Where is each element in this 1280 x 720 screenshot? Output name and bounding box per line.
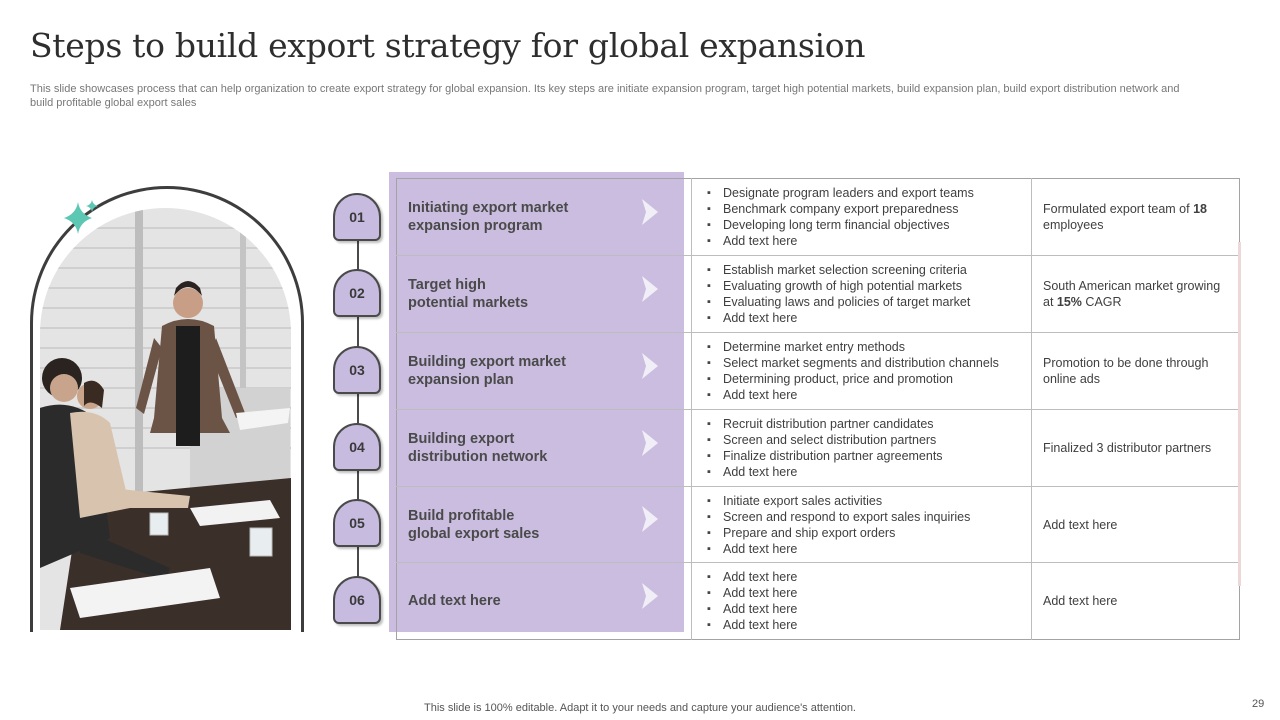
activity-list: Add text here Add text here Add text her…: [706, 563, 1026, 639]
list-item: Recruit distribution partner candidates: [706, 416, 1026, 432]
outcome-note: South American market growing at 15% CAG…: [1043, 279, 1221, 309]
outcome-note: Promotion to be done through online ads: [1043, 356, 1209, 386]
step-badge-01: 01: [333, 193, 381, 241]
list-item: Add text here: [706, 233, 1026, 249]
activity-list: Establish market selection screening cri…: [706, 256, 1026, 332]
row-divider: [396, 486, 1240, 487]
list-item: Determine market entry methods: [706, 339, 1026, 355]
outcome-note: Finalized 3 distributor partners: [1043, 441, 1212, 455]
list-item: Select market segments and distribution …: [706, 355, 1026, 371]
step-label: Target high potential markets: [408, 277, 529, 311]
step-badge-05: 05: [333, 499, 381, 547]
row-divider: [396, 332, 1240, 333]
meeting-photo: [40, 208, 291, 630]
activity-list: Recruit distribution partner candidates …: [706, 410, 1026, 486]
list-item: Evaluating laws and policies of target m…: [706, 294, 1026, 310]
footer-text: This slide is 100% editable. Adapt it to…: [424, 702, 856, 714]
outcome-note: Formulated export team of 18 employees: [1043, 202, 1207, 232]
outcome-note: Add text here: [1043, 594, 1118, 608]
chevron-right-icon: [642, 276, 658, 302]
list-item: Screen and select distribution partners: [706, 432, 1026, 448]
list-item: Add text here: [706, 387, 1026, 403]
list-item: Determining product, price and promotion: [706, 371, 1026, 387]
list-item: Prepare and ship export orders: [706, 525, 1026, 541]
list-item: Establish market selection screening cri…: [706, 262, 1026, 278]
list-item: Benchmark company export preparedness: [706, 201, 1026, 217]
step-badge-06: 06: [333, 576, 381, 624]
list-item: Initiate export sales activities: [706, 493, 1026, 509]
chevron-right-icon: [642, 430, 658, 456]
list-item: Add text here: [706, 541, 1026, 557]
list-item: Add text here: [706, 464, 1026, 480]
outcome-note: Add text here: [1043, 517, 1118, 532]
column-divider: [691, 178, 692, 640]
row-divider: [396, 562, 1240, 563]
activity-list: Designate program leaders and export tea…: [706, 179, 1026, 255]
page-number: 29: [1252, 698, 1265, 710]
sparkle-icon: [64, 200, 98, 234]
step-badge-02: 02: [333, 269, 381, 317]
activity-list: Initiate export sales activities Screen …: [706, 487, 1026, 562]
accent-line: [1238, 242, 1241, 586]
list-item: Designate program leaders and export tea…: [706, 185, 1026, 201]
step-label: Add text here: [408, 593, 501, 609]
list-item: Add text here: [706, 617, 1026, 633]
footer-note: This slide is 100% editable. Adapt it to…: [0, 702, 1280, 714]
list-item: Finalize distribution partner agreements: [706, 448, 1026, 464]
chevron-right-icon: [642, 199, 658, 225]
chevron-right-icon: [642, 353, 658, 379]
list-item: Screen and respond to export sales inqui…: [706, 509, 1026, 525]
activity-list: Determine market entry methods Select ma…: [706, 333, 1026, 409]
list-item: Add text here: [706, 601, 1026, 617]
list-item: Add text here: [706, 310, 1026, 326]
step-label: Build profitable global export sales: [408, 507, 540, 542]
step-label: Initiating export market expansion progr…: [408, 200, 569, 234]
slide-title: Steps to build export strategy for globa…: [30, 26, 866, 65]
steps-backdrop: [389, 172, 684, 632]
step-badge-04: 04: [333, 423, 381, 471]
row-divider: [396, 255, 1240, 256]
list-item: Add text here: [706, 569, 1026, 585]
list-item: Developing long term financial objective…: [706, 217, 1026, 233]
list-item: Evaluating growth of high potential mark…: [706, 278, 1026, 294]
chevron-right-icon: [642, 506, 658, 532]
step-badge-03: 03: [333, 346, 381, 394]
slide-subtitle: This slide showcases process that can he…: [30, 83, 1180, 109]
column-divider: [1031, 178, 1032, 640]
list-item: Add text here: [706, 585, 1026, 601]
step-label: Building export market expansion plan: [408, 354, 566, 388]
timeline-connector: [357, 238, 359, 598]
step-label: Building export distribution network: [408, 431, 548, 465]
row-divider: [396, 409, 1240, 410]
chevron-right-icon: [642, 583, 658, 609]
